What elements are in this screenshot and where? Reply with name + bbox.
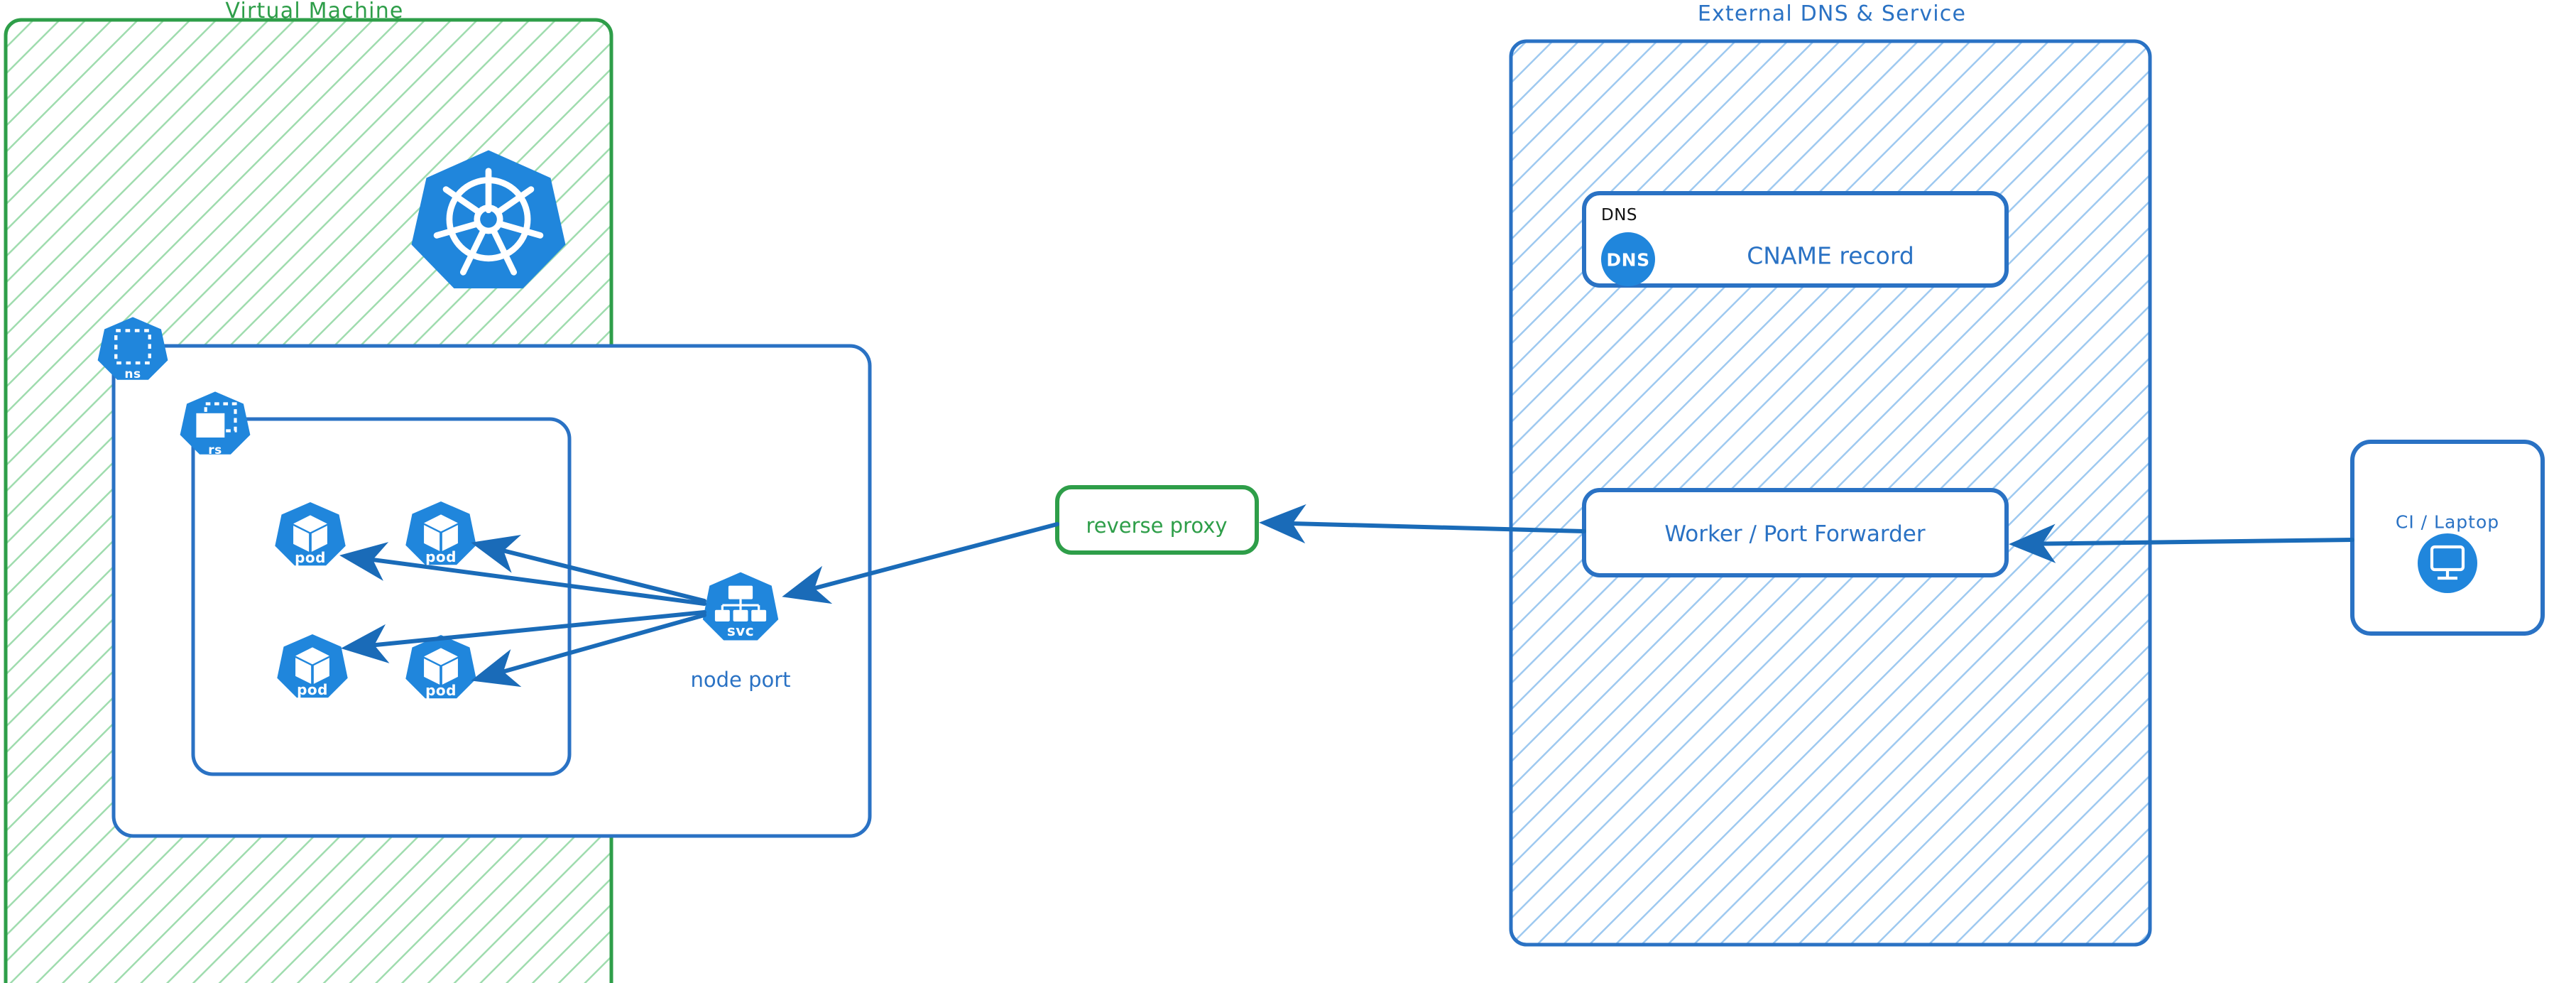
kubernetes-logo-icon: [411, 150, 566, 288]
reverse-proxy-label[interactable]: reverse proxy: [1086, 514, 1228, 538]
worker-label[interactable]: Worker / Port Forwarder: [1664, 521, 1926, 547]
cname-record-card[interactable]: [1582, 191, 2009, 288]
pod-icon-3: [277, 634, 348, 698]
arrow-worker-to-reverse-proxy: [1259, 504, 1586, 544]
zone-title-virtual-machine: Virtual Machine: [225, 0, 404, 23]
ci-laptop-box[interactable]: [2350, 440, 2545, 636]
k8s-namespace-icon: [97, 317, 168, 380]
arrow-svc-to-pod-4: [471, 613, 706, 688]
pod-icon-1: [275, 502, 346, 566]
ci-laptop-label[interactable]: CI / Laptop: [2395, 511, 2500, 533]
dns-tag-label: DNS: [1601, 206, 1638, 224]
connector-arrows: [339, 504, 2354, 688]
arrow-svc-to-pod-1: [339, 542, 706, 606]
k8s-service-icon: [702, 572, 779, 641]
pod-icon-2: [405, 501, 476, 565]
node-port-label: node port: [690, 668, 791, 692]
k8s-replicaset-icon: [180, 391, 251, 455]
desktop-monitor-icon: [2418, 533, 2477, 593]
cname-record-label[interactable]: CNAME record: [1747, 241, 1914, 270]
pod-icon-4: [405, 635, 476, 699]
zone-title-external-dns-service: External DNS & Service: [1697, 1, 1967, 26]
arrow-svc-to-pod-3: [341, 610, 706, 663]
dns-circle-icon: [1601, 232, 1655, 286]
arrow-svc-to-pod-2: [471, 535, 706, 603]
replicaset-container: [191, 417, 572, 776]
arrow-reverse-proxy-to-svc: [782, 522, 1059, 604]
arrow-ci-to-worker: [2009, 523, 2354, 563]
reverse-proxy-box[interactable]: [1055, 485, 1259, 555]
